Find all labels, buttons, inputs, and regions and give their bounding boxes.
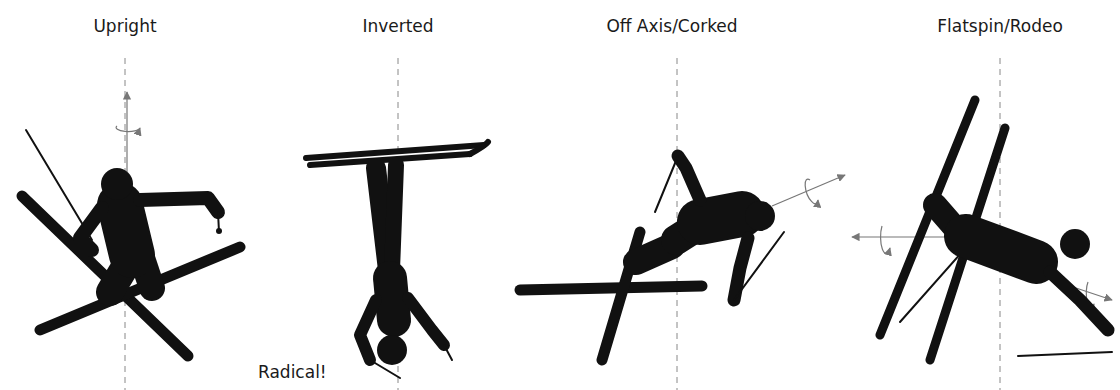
category-heading: Upright: [93, 16, 156, 36]
category-heading: Off Axis/Corked: [606, 16, 737, 36]
reference-lines: [125, 58, 1000, 390]
corked-skier: [520, 156, 845, 360]
upright-skier: [22, 92, 240, 356]
note-label: Radical!: [258, 362, 327, 382]
category-heading: Flatspin/Rodeo: [937, 16, 1063, 36]
category-heading: Inverted: [362, 16, 433, 36]
flatspin-skier: [852, 100, 1112, 360]
inverted-skier: [306, 142, 488, 378]
